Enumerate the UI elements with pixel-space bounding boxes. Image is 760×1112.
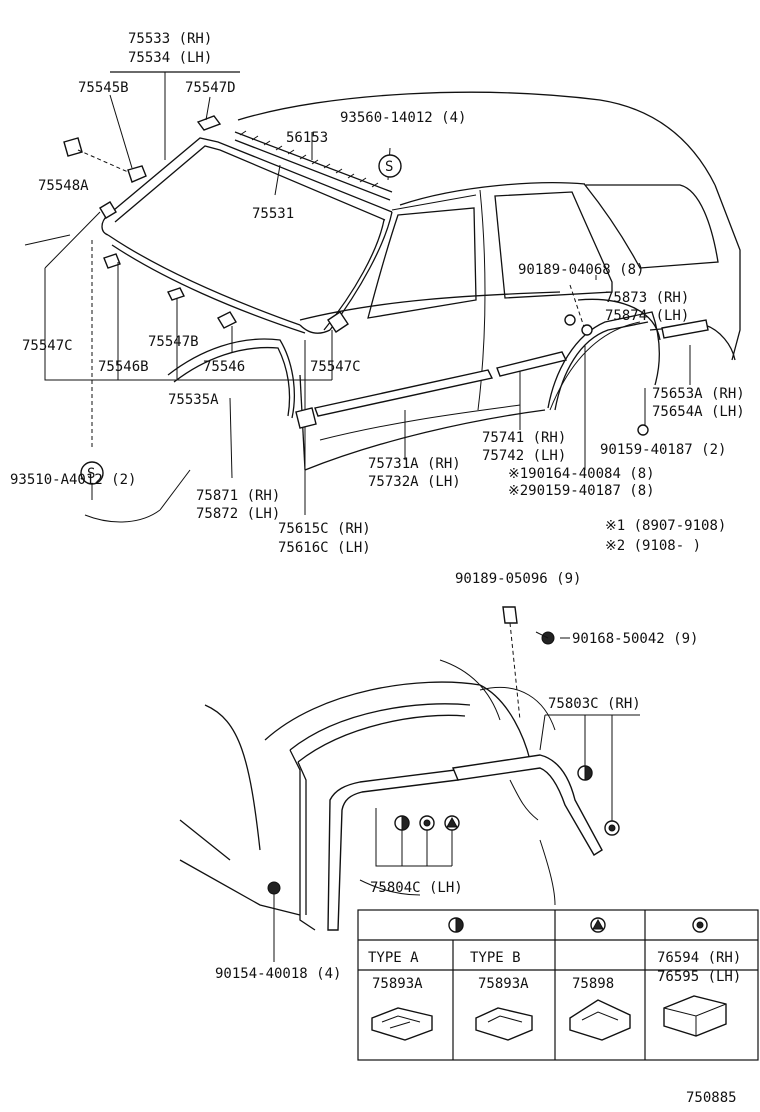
half-circle-symbol — [448, 917, 464, 933]
label-75546: 75546 — [203, 359, 245, 375]
date-range-2: ※2 (9108- ) — [605, 538, 701, 554]
label-75547b: 75547B — [148, 334, 199, 350]
upper-labels: 75533 (RH) 75534 (LH) 75545B 75547D 9356… — [10, 31, 745, 556]
label-56153: 56153 — [286, 130, 328, 146]
diagram-number: 750885 — [686, 1090, 737, 1106]
label-75535a: 75535A — [168, 392, 219, 408]
label-75731a: 75731A (RH) — [368, 456, 461, 472]
table-part-75898: 75898 — [572, 976, 614, 992]
label-75533: 75533 (RH) — [128, 31, 212, 47]
label-75804c: 75804C (LH) — [370, 880, 463, 896]
dot-circle-symbol — [692, 917, 708, 933]
label-75547c-right: 75547C — [310, 359, 361, 375]
label-75547c-left: 75547C — [22, 338, 73, 354]
label-75545b: 75545B — [78, 80, 129, 96]
clip-drawing-type-a — [371, 1007, 433, 1041]
table-part-76595: 76595 (LH) — [657, 969, 741, 985]
label-75872: 75872 (LH) — [196, 506, 280, 522]
clip-90189-05096 — [502, 606, 518, 624]
label-75654a: 75654A (LH) — [652, 404, 745, 420]
side-mouldings — [167, 311, 709, 436]
label-93560-14012: 93560-14012 (4) — [340, 110, 466, 126]
label-90168-50042: 90168-50042 (9) — [572, 631, 698, 647]
rear-fender-outline — [179, 659, 556, 931]
label-90159-40187: 90159-40187 (2) — [600, 442, 726, 458]
label-90189-05096: 90189-05096 (9) — [455, 571, 581, 587]
label-90189-04068: 90189-04068 (8) — [518, 262, 644, 278]
note-1-part: ※190164-40084 (8) — [508, 466, 655, 482]
clip-drawing-76594 — [663, 995, 727, 1037]
clip-drawing-type-b — [475, 1007, 533, 1041]
label-93510-a4012: 93510-A4012 (2) — [10, 472, 136, 488]
windshield-moulding — [101, 137, 393, 334]
label-75732a: 75732A (LH) — [368, 474, 461, 490]
label-75803c: 75803C (RH) — [548, 696, 641, 712]
label-75531: 75531 — [252, 206, 294, 222]
label-75534: 75534 (LH) — [128, 50, 212, 66]
label-75873: 75873 (RH) — [605, 290, 689, 306]
wheel-arch-moulding — [327, 754, 603, 931]
clip-75547c-right — [327, 311, 349, 333]
leader-lines — [44, 71, 691, 515]
lower-leader-lines — [273, 622, 640, 962]
label-75874: 75874 (LH) — [605, 308, 689, 324]
roof-drip-moulding — [234, 131, 393, 201]
clip-75547d — [196, 115, 222, 131]
label-75546b: 75546B — [98, 359, 149, 375]
screw-symbol-left: S — [80, 461, 104, 485]
label-75547d: 75547D — [185, 80, 236, 96]
table-part-75893a-b: 75893A — [478, 976, 529, 992]
clip-75546 — [217, 311, 237, 329]
screw-symbol-text: S — [87, 466, 95, 482]
date-range-1: ※1 (8907-9108) — [605, 518, 726, 534]
clip-75548a — [63, 137, 83, 157]
label-75548a: 75548A — [38, 178, 89, 194]
type-b-header: TYPE B — [470, 950, 521, 966]
clip-75547c-left — [99, 201, 117, 219]
label-75741: 75741 (RH) — [482, 430, 566, 446]
clip-75546b — [103, 253, 121, 269]
note-2-part: ※290159-40187 (8) — [508, 483, 655, 499]
clip-75545b — [127, 165, 147, 183]
table-part-75893a-a: 75893A — [372, 976, 423, 992]
label-75615c: 75615C (RH) — [278, 521, 371, 537]
type-a-header: TYPE A — [368, 950, 419, 966]
label-75871: 75871 (RH) — [196, 488, 280, 504]
screw-symbol-top: S — [378, 154, 402, 178]
label-90154-40018: 90154-40018 (4) — [215, 966, 341, 982]
label-75742: 75742 (LH) — [482, 448, 566, 464]
triangle-circle-symbol — [590, 917, 606, 933]
bolt-90154 — [267, 881, 281, 895]
clip-type-table: TYPE A TYPE B 75893A 75893A 75898 76594 … — [357, 909, 759, 1061]
label-75653a: 75653A (RH) — [652, 386, 745, 402]
roof-clip-strip — [239, 130, 379, 188]
lower-labels: 90189-05096 (9) 90168-50042 (9) 75803C (… — [215, 571, 698, 982]
screw-symbol-text: S — [385, 159, 393, 175]
table-part-76594: 76594 (RH) — [657, 950, 741, 966]
label-75616c: 75616C (LH) — [278, 540, 371, 556]
screw-90168-50042 — [535, 631, 555, 645]
clip-75547b — [167, 287, 185, 301]
clip-drawing-75898 — [569, 999, 631, 1041]
